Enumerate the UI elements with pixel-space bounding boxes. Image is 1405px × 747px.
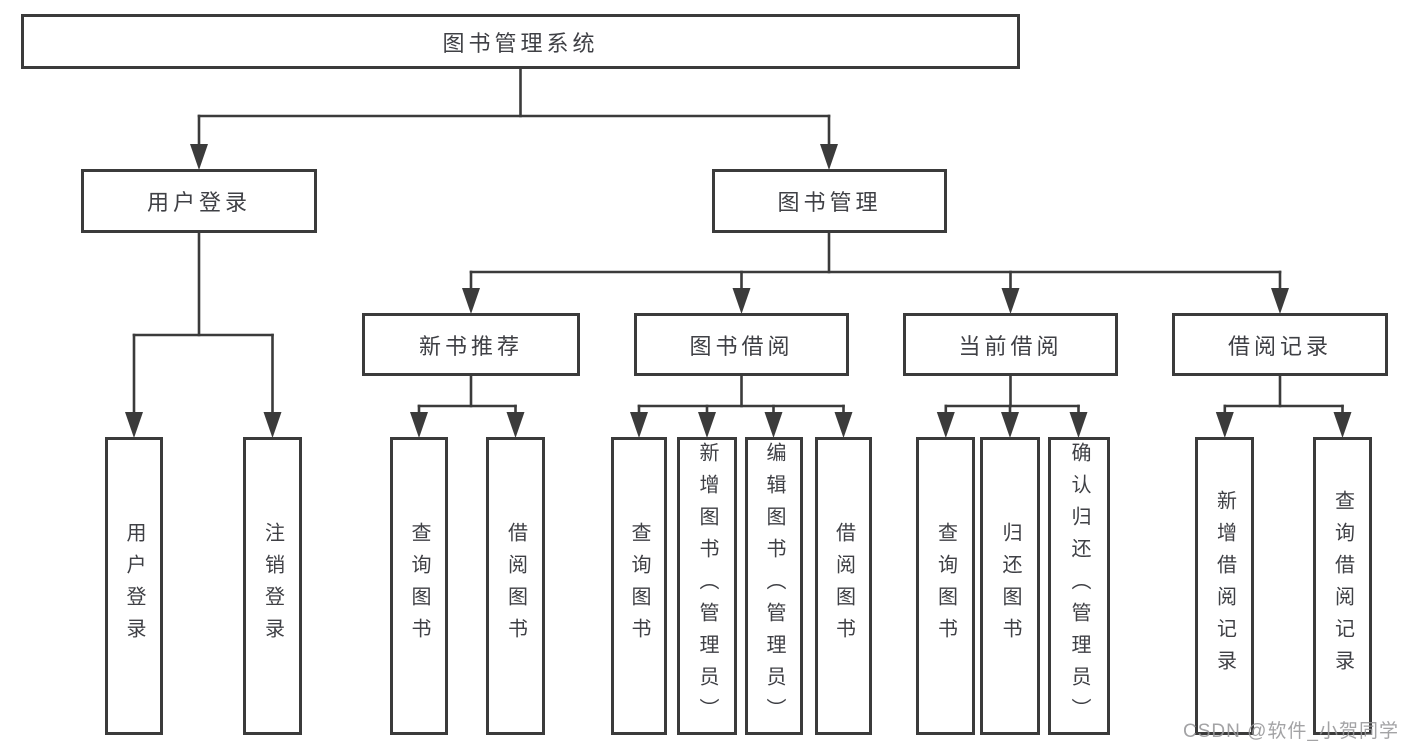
node-label: 新增图书（管理员）	[696, 442, 718, 730]
leaf-query-books-recommend: 查询图书	[390, 437, 448, 735]
node-new-book-recommendation: 新书推荐	[362, 313, 580, 376]
arrowhead-icon	[936, 412, 955, 438]
leaf-query-borrow-record: 查询借阅记录	[1313, 437, 1372, 735]
arrowhead-icon	[1001, 412, 1019, 438]
leaf-add-book-admin: 新增图书（管理员）	[677, 437, 737, 735]
leaf-add-borrow-record: 新增借阅记录	[1195, 437, 1254, 735]
arrowhead-icon	[820, 144, 838, 170]
node-label: 借阅记录	[1227, 333, 1332, 359]
node-label: 用户登录	[146, 190, 251, 215]
node-user-login: 用户登录	[81, 169, 317, 233]
leaf-user-login: 用户登录	[105, 437, 163, 735]
node-label: 归还图书	[999, 522, 1021, 650]
arrowhead-icon	[190, 144, 208, 170]
node-label: 新增借阅记录	[1213, 490, 1236, 682]
arrowhead-icon	[410, 412, 428, 438]
leaf-logout: 注销登录	[243, 437, 302, 735]
node-label: 图书管理	[777, 190, 882, 215]
node-library-management-system: 图书管理系统	[21, 14, 1020, 69]
node-label: 图书借阅	[689, 333, 794, 359]
node-label: 用户登录	[123, 522, 145, 650]
node-label: 新书推荐	[418, 333, 523, 359]
arrowhead-icon	[630, 412, 648, 438]
arrowhead-icon	[1215, 412, 1234, 438]
leaf-query-books-borrow: 查询图书	[611, 437, 667, 735]
arrowhead-icon	[506, 412, 525, 438]
csdn-watermark: CSDN @软件_小贺同学	[1183, 721, 1399, 742]
node-current-borrowing: 当前借阅	[903, 313, 1118, 376]
node-book-management: 图书管理	[712, 169, 947, 233]
node-borrowing-records: 借阅记录	[1172, 313, 1388, 376]
arrowhead-icon	[1069, 412, 1088, 438]
node-label: 图书管理系统	[442, 30, 599, 56]
leaf-borrow-books: 借阅图书	[815, 437, 872, 735]
node-label: 查询图书	[408, 522, 430, 650]
node-label: 查询图书	[628, 522, 650, 650]
node-label: 借阅图书	[832, 522, 855, 650]
leaf-query-books-current: 查询图书	[916, 437, 975, 735]
node-label: 注销登录	[261, 522, 284, 650]
arrowhead-icon	[834, 412, 853, 438]
node-label: 借阅图书	[504, 522, 527, 650]
arrowhead-icon	[1001, 288, 1020, 314]
node-book-borrowing: 图书借阅	[634, 313, 849, 376]
leaf-edit-book-admin: 编辑图书（管理员）	[745, 437, 803, 735]
leaf-confirm-return-admin: 确认归还（管理员）	[1048, 437, 1110, 735]
arrowhead-icon	[764, 412, 783, 438]
node-label: 查询图书	[934, 522, 957, 650]
arrowhead-icon	[125, 412, 143, 438]
leaf-return-books: 归还图书	[980, 437, 1040, 735]
arrowhead-icon	[1271, 288, 1289, 314]
arrowhead-icon	[698, 412, 716, 438]
arrowhead-icon	[462, 288, 480, 314]
node-label: 当前借阅	[958, 333, 1063, 359]
node-label: 查询借阅记录	[1331, 490, 1354, 682]
arrowhead-icon	[732, 288, 751, 314]
arrowhead-icon	[1333, 412, 1352, 438]
arrowhead-icon	[263, 412, 282, 438]
node-label: 确认归还（管理员）	[1068, 442, 1090, 730]
leaf-borrow-books-recommend: 借阅图书	[486, 437, 545, 735]
node-label: 编辑图书（管理员）	[763, 442, 785, 730]
